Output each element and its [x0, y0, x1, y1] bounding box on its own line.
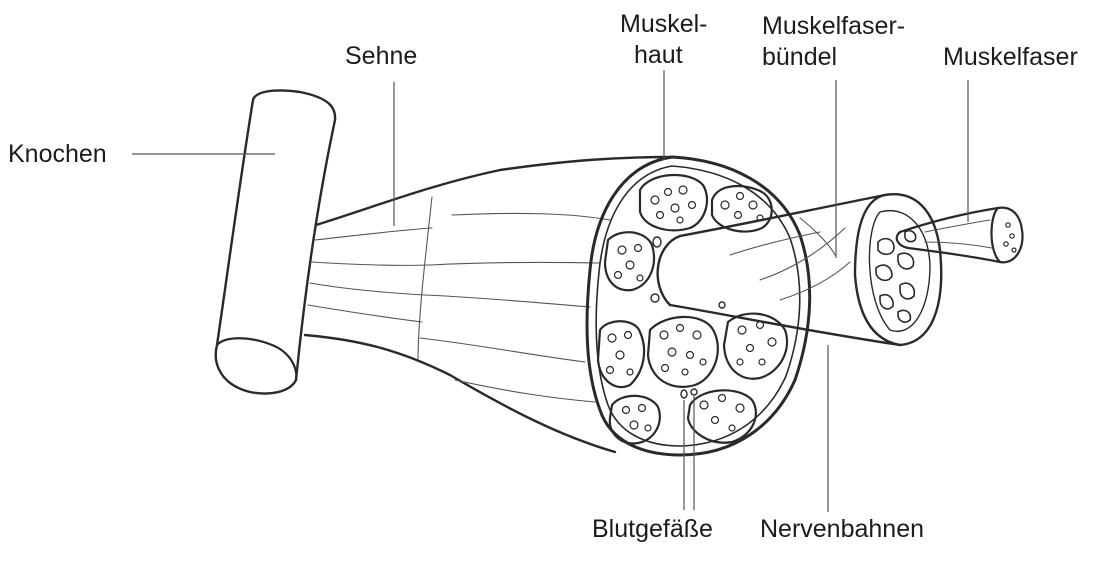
- label-buendel-line1: Muskelfaser-: [762, 12, 905, 41]
- fascicle: [605, 232, 654, 290]
- label-sehne: Sehne: [345, 42, 417, 71]
- label-muskelhaut-line2: haut: [634, 41, 683, 70]
- label-knochen: Knochen: [8, 140, 107, 169]
- fascicle: [688, 390, 756, 442]
- extruded-fascicle: [658, 194, 942, 345]
- muscle-body: [305, 157, 672, 452]
- label-nervenbahnen: Nervenbahnen: [760, 515, 924, 544]
- bone: [216, 90, 335, 393]
- fascicle: [640, 175, 707, 230]
- label-buendel-line2: bündel: [762, 43, 837, 72]
- leader-lines: [132, 70, 968, 512]
- fascicle: [648, 317, 718, 387]
- label-muskelfaser: Muskelfaser: [943, 43, 1078, 72]
- cross-section: [587, 157, 810, 455]
- label-blutgefaesse: Blutgefäße: [592, 515, 713, 544]
- fascicle: [598, 321, 644, 387]
- label-muskelhaut-line1: Muskel-: [620, 10, 708, 39]
